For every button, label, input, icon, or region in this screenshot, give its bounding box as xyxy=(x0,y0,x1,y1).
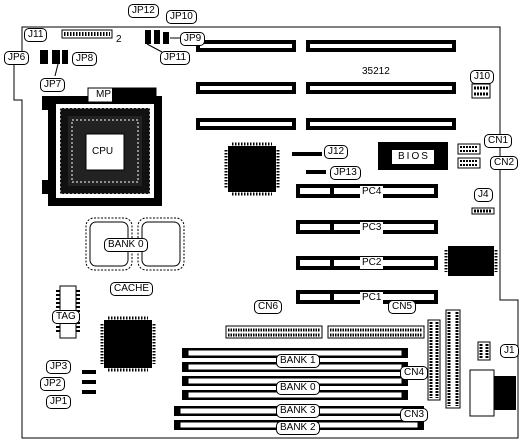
label-pc4: PC4 xyxy=(360,186,384,198)
label-jp12: JP12 xyxy=(128,4,159,18)
label-pc2: PC2 xyxy=(360,257,384,269)
jp9-jumper xyxy=(163,32,169,44)
io-chip xyxy=(448,246,494,276)
label-cache: CACHE xyxy=(110,282,154,296)
label-jp6: JP6 xyxy=(4,51,30,65)
label-bank0: BANK 0 xyxy=(276,381,320,395)
jp12-jumper xyxy=(145,30,151,44)
cn2-connector xyxy=(457,157,481,169)
label-cn3: CN3 xyxy=(400,408,429,422)
label-j12: J12 xyxy=(324,145,349,159)
label-mp: MP xyxy=(96,89,111,100)
label-tag: TAG xyxy=(52,310,80,324)
isa-slots xyxy=(196,40,456,130)
label-bank1: BANK 1 xyxy=(276,354,320,368)
label-cn1: CN1 xyxy=(484,134,513,148)
cn1-connector xyxy=(457,143,481,155)
label-jp10: JP10 xyxy=(166,10,197,24)
j12-connector xyxy=(292,152,322,156)
label-jp13: JP13 xyxy=(330,166,361,180)
label-cn5: CN5 xyxy=(388,300,417,314)
label-jp1: JP1 xyxy=(46,395,72,409)
label-bank2: BANK 2 xyxy=(276,421,320,435)
label-cn6: CN6 xyxy=(254,300,283,314)
jp7-jumper xyxy=(52,50,60,64)
j11-connector xyxy=(61,29,113,39)
chipset-chip xyxy=(228,146,276,192)
keyboard-connector xyxy=(469,369,495,417)
jp1-jumper xyxy=(82,390,96,394)
jp8-jumper xyxy=(62,50,68,64)
label-cache-bank0: BANK 0 xyxy=(104,238,148,252)
jp10-jumper xyxy=(154,30,160,44)
label-pc1: PC1 xyxy=(360,292,384,304)
label-jp8: JP8 xyxy=(72,52,98,66)
pci-slots xyxy=(296,184,438,304)
label-bank3: BANK 3 xyxy=(276,404,320,418)
label-cn4: CN4 xyxy=(400,366,429,380)
j1-connector xyxy=(477,341,491,361)
label-pc3: PC3 xyxy=(360,222,384,234)
label-jp7: JP7 xyxy=(40,78,66,92)
jp2-jumper xyxy=(82,380,96,384)
label-jp9: JP9 xyxy=(180,32,206,46)
label-j4: J4 xyxy=(474,188,493,202)
label-j11: J11 xyxy=(24,28,48,42)
jp6-jumper xyxy=(40,50,48,64)
label-j1: J1 xyxy=(500,344,519,358)
label-jp2: JP2 xyxy=(40,377,66,391)
label-board-model: 35212 xyxy=(362,66,390,77)
label-bios: BIOS xyxy=(398,151,430,162)
label-cpu: CPU xyxy=(92,146,114,157)
jp3-jumper xyxy=(82,370,96,374)
label-j11-pin2: 2 xyxy=(116,34,122,45)
label-jp11: JP11 xyxy=(160,51,191,65)
jp13-jumper xyxy=(306,170,326,174)
label-j10: J10 xyxy=(470,70,495,84)
label-jp3: JP3 xyxy=(46,360,72,374)
j10-connector xyxy=(471,83,491,99)
label-cn2: CN2 xyxy=(490,156,519,170)
keyboard-controller-chip xyxy=(104,320,152,368)
